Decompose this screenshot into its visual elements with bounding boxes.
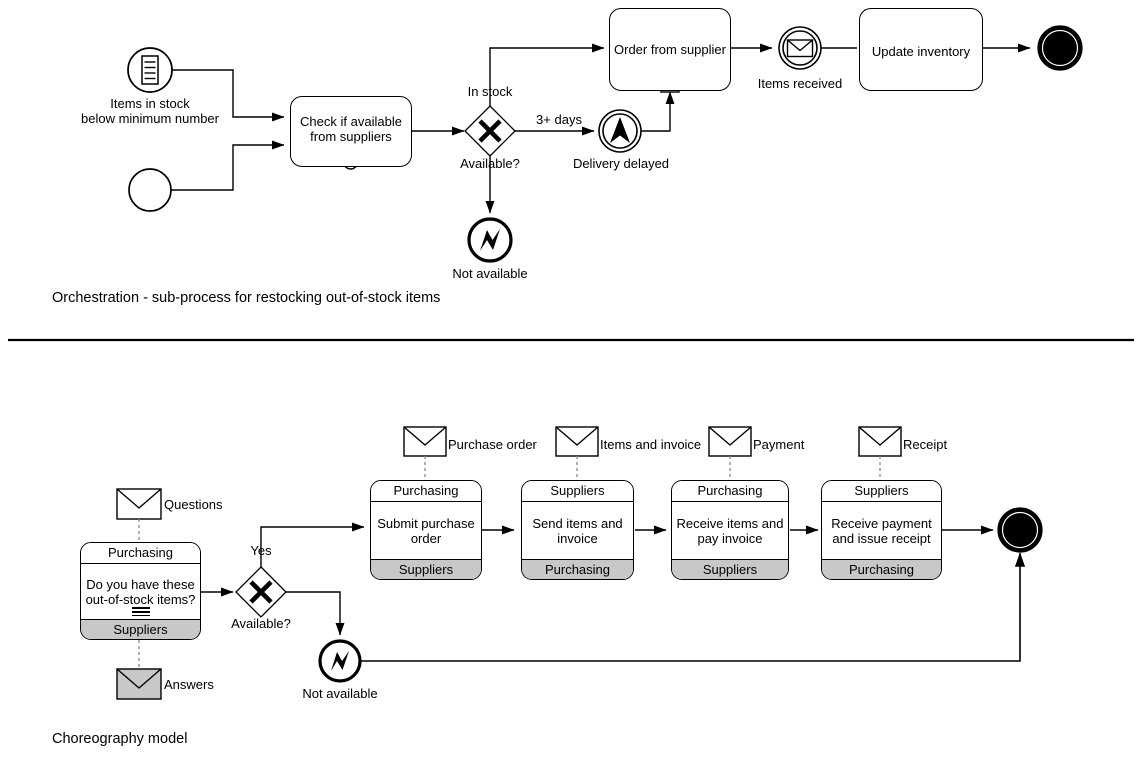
intermediate-escalation-event-delivery-delayed[interactable]	[598, 109, 642, 153]
label-start-event-line1: Items in stock	[110, 96, 190, 111]
sequence-flow-notavailable-to-end	[360, 552, 1026, 662]
exclusive-gateway-available[interactable]	[464, 105, 516, 157]
error-bolt-icon	[331, 651, 349, 671]
error-event-not-available-2[interactable]	[318, 639, 362, 683]
label-gateway-available-2: Available?	[231, 616, 291, 631]
label-flow-3plus-days: 3+ days	[536, 112, 582, 127]
label-flow-in-stock: In stock	[467, 84, 513, 99]
choreo-task-name-line2: pay invoice	[697, 530, 763, 546]
choreography-task-submit-purchase-order[interactable]: Purchasing Submit purchase order Supplie…	[370, 480, 482, 580]
sequence-flow-to-not-available-2	[286, 591, 345, 636]
choreo-participant-band: Suppliers	[672, 559, 788, 579]
label-message-answers: Answers	[164, 677, 214, 692]
sequence-flow-start2-to-check	[171, 140, 285, 191]
message-items-and-invoice[interactable]	[555, 426, 599, 457]
label-gateway-available: Available?	[460, 156, 520, 171]
label-message-purchase-order: Purchase order	[448, 437, 537, 452]
sequence-flow-start1-to-check	[172, 69, 285, 122]
envelope-icon	[403, 426, 447, 446]
caption-choreography: Choreography model	[52, 731, 188, 747]
label-message-items-and-invoice: Items and invoice	[600, 437, 702, 452]
choreography-task-receive-items-pay-invoice[interactable]: Purchasing Receive items and pay invoice…	[671, 480, 789, 580]
choreo-task-name-line2: invoice	[557, 530, 598, 546]
choreo-task-name-line1: Receive items and	[676, 515, 784, 531]
choreo-task-name-line2: and issue receipt	[832, 530, 931, 546]
envelope-icon	[555, 426, 599, 446]
caption-orchestration: Orchestration - sub-process for restocki…	[52, 290, 441, 306]
conditional-start-event[interactable]	[127, 47, 173, 93]
conditional-list-icon	[141, 55, 159, 85]
task-check-if-available[interactable]: Check if available from suppliers	[290, 96, 412, 167]
choreo-participant-band: Suppliers	[81, 619, 200, 639]
multi-instance-parallel-marker	[131, 607, 150, 617]
choreo-initiator-band: Suppliers	[522, 481, 633, 502]
choreo-initiator-band: Suppliers	[822, 481, 941, 502]
choreo-participant-band: Suppliers	[371, 559, 481, 579]
label-not-available-bottom: Not available	[302, 686, 378, 701]
choreo-task-name-line2: out-of-stock items?	[85, 591, 196, 607]
choreo-initiator-band: Purchasing	[81, 543, 200, 564]
choreo-participant-band: Purchasing	[522, 559, 633, 579]
task-check-label-line2: from suppliers	[310, 129, 392, 144]
label-delivery-delayed: Delivery delayed	[572, 156, 670, 171]
gateway-x-icon	[478, 119, 502, 143]
label-message-receipt: Receipt	[903, 437, 948, 452]
task-order-from-supplier[interactable]: Order from supplier	[609, 8, 731, 91]
sequence-flow-yes	[260, 522, 365, 567]
task-update-inventory[interactable]: Update inventory	[859, 8, 983, 91]
intermediate-message-event-items-received[interactable]	[778, 26, 822, 70]
sequence-flow-in-stock	[489, 43, 605, 106]
label-items-received: Items received	[757, 76, 843, 91]
error-end-event-not-available[interactable]	[467, 217, 513, 263]
error-bolt-icon	[480, 229, 500, 251]
escalation-arrow-icon	[610, 117, 630, 143]
terminate-end-event-bottom[interactable]	[997, 507, 1043, 553]
envelope-icon	[708, 426, 752, 446]
envelope-icon	[116, 488, 162, 509]
none-start-event[interactable]	[128, 168, 172, 212]
choreography-task-receive-payment-issue-receipt[interactable]: Suppliers Receive payment and issue rece…	[821, 480, 942, 580]
choreography-task-do-you-have-items[interactable]: Purchasing Do you have these out-of-stoc…	[80, 542, 201, 640]
envelope-icon	[858, 426, 902, 446]
terminate-end-event-top[interactable]	[1037, 25, 1083, 71]
choreo-task-name-line2: order	[410, 530, 442, 546]
choreo-initiator-band: Purchasing	[371, 481, 481, 502]
label-start-event-line2: below minimum number	[81, 111, 219, 126]
envelope-icon	[786, 39, 814, 58]
choreo-participant-band: Purchasing	[822, 559, 941, 579]
choreography-task-send-items-and-invoice[interactable]: Suppliers Send items and invoice Purchas…	[521, 480, 634, 580]
choreo-task-name-line1: Submit purchase	[377, 515, 475, 531]
choreo-task-name-line1: Send items and	[532, 515, 623, 531]
choreo-initiator-band: Purchasing	[672, 481, 788, 502]
sequence-flow-delayed-to-order	[641, 91, 675, 132]
exclusive-gateway-available-2[interactable]	[235, 566, 287, 618]
task-order-label: Order from supplier	[614, 42, 726, 57]
label-message-questions: Questions	[164, 497, 223, 512]
envelope-icon	[116, 668, 162, 689]
message-purchase-order[interactable]	[403, 426, 447, 457]
label-message-payment: Payment	[753, 437, 805, 452]
task-check-label-line1: Check if available	[300, 114, 402, 129]
gateway-x-icon	[249, 580, 273, 604]
message-answers[interactable]	[116, 668, 162, 700]
task-update-label: Update inventory	[871, 44, 971, 59]
message-questions[interactable]	[116, 488, 162, 520]
choreo-task-name-line1: Do you have these	[86, 576, 195, 592]
message-receipt[interactable]	[858, 426, 902, 457]
choreo-task-name-line1: Receive payment	[831, 515, 932, 531]
label-flow-yes: Yes	[250, 543, 272, 558]
label-not-available-top: Not available	[452, 266, 528, 281]
message-payment[interactable]	[708, 426, 752, 457]
